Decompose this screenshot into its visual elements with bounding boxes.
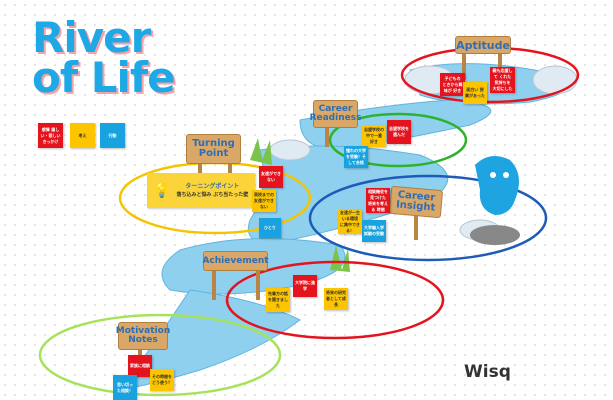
sticky-note[interactable]: 親も応援して くれた 気持ちを 大切にした — [490, 67, 515, 93]
title-line-1: River — [32, 13, 151, 62]
mascot — [475, 156, 519, 215]
sign-aptitude: Aptitude — [455, 36, 511, 54]
sticky-note[interactable]: 先輩方の話 を聞きまし た — [266, 288, 290, 312]
circle-achievement — [225, 260, 445, 340]
sticky-note[interactable]: 志望学校を 選んだ — [387, 120, 411, 144]
sticky-note[interactable]: 思い切っ た相談！ — [113, 375, 137, 400]
sign-turning-point: Turning Point — [186, 134, 241, 164]
sticky-note[interactable]: 相談機会を 見つけた 将来を考える 時間 — [366, 188, 390, 213]
sticky-note[interactable]: 友達が一生 いる環境 に集中でき る！ — [338, 210, 362, 234]
sticky-note[interactable]: 憧れの大学 を受験！そ して合格 — [344, 146, 368, 168]
circle-motivation — [38, 313, 282, 397]
sticky-note[interactable]: 面白い 授業があった — [463, 82, 487, 104]
turning-card-body: 落ち込みと悩み ぶち当たった壁 — [176, 191, 249, 198]
sign-career-insight: Career Insight — [388, 185, 444, 219]
turning-point-card: 💡 ターニングポイント 落ち込みと悩み ぶち当たった壁 — [147, 173, 255, 208]
sign-career-readiness: Career Readiness — [310, 100, 361, 128]
turning-card-title: ターニングポイント — [185, 182, 240, 190]
title-line-2: of Life — [32, 53, 176, 102]
sticky-note[interactable]: その時間を どう使う？ — [150, 369, 174, 391]
sticky-note[interactable]: 志望学校の 中で一番 好き — [362, 125, 386, 147]
sticky-note[interactable]: 大学院に進 学 — [293, 275, 317, 297]
sign-achievement: Achievement — [202, 251, 269, 271]
page-title: River of Life — [32, 13, 176, 102]
circle-career-readiness — [328, 112, 468, 168]
wisq-logo: Wisq — [464, 362, 511, 382]
sticky-note[interactable]: 家族に相談 — [128, 355, 152, 377]
sticky-note[interactable]: 高校までの 友達ができ ない — [252, 190, 276, 212]
sticky-note[interactable]: 友達ができ ない — [259, 166, 283, 188]
legend-emotion: 感情 嬉しい・悲しい きっかけ — [38, 123, 63, 148]
sticky-note[interactable]: 子どもの ときから興味が 好き — [440, 73, 465, 96]
sign-motivation-notes: Motivation Notes — [116, 322, 170, 350]
legend-action: 行動 — [100, 123, 125, 148]
sticky-note[interactable]: 大学編入学 試験の受験 — [362, 220, 386, 242]
circle-career-insight — [308, 174, 548, 262]
legend-thought: 考え — [70, 123, 95, 148]
lightbulb-icon: 💡 — [153, 182, 171, 199]
sticky-note[interactable]: ひとり — [259, 218, 281, 238]
sticky-note[interactable]: 将来の研究 者として成 長 — [324, 288, 348, 310]
